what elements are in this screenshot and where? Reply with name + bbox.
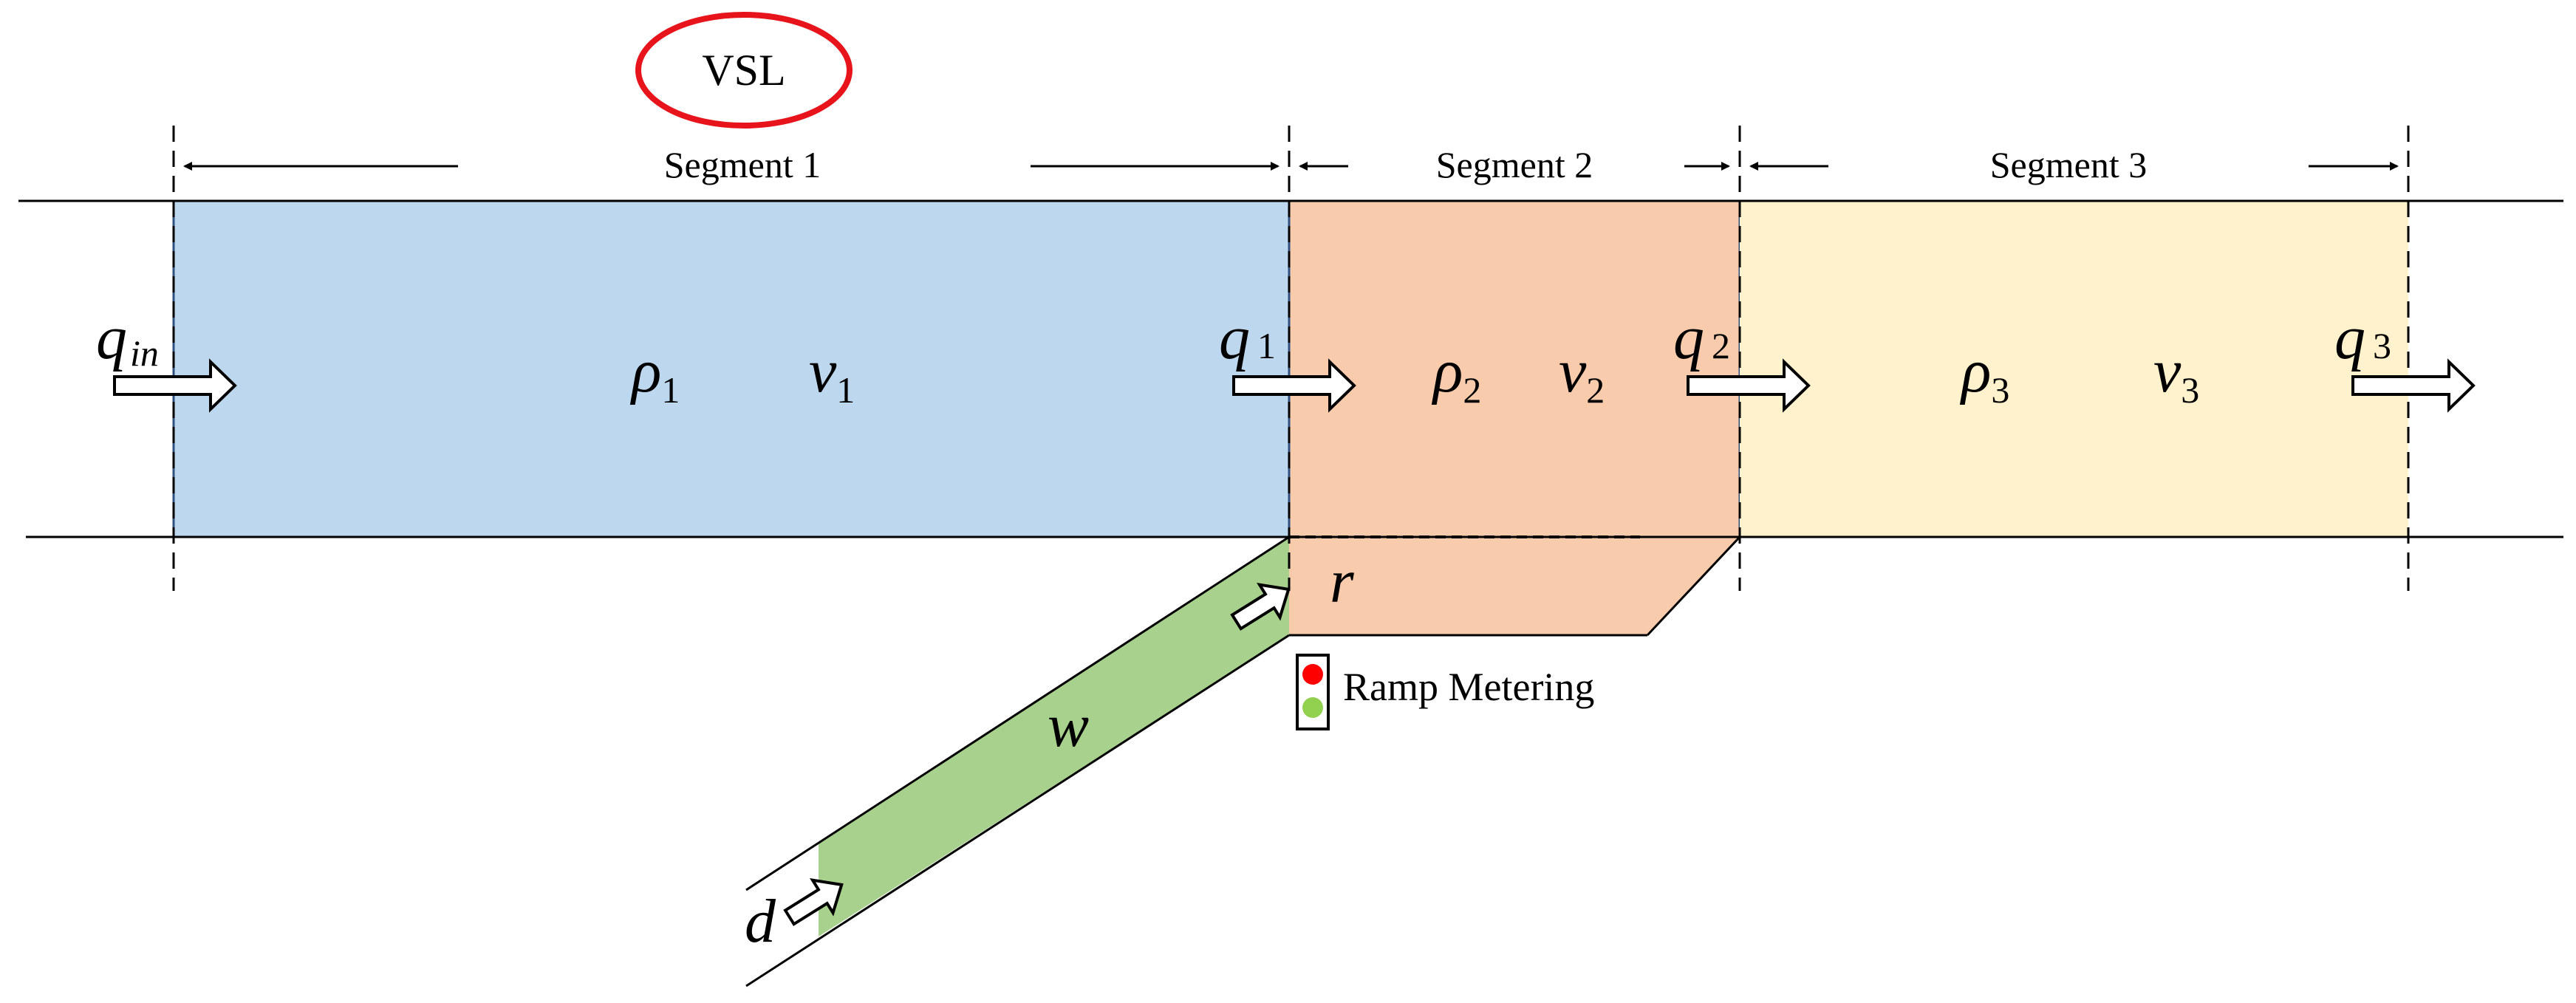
label-rho2: ρ2 <box>1431 337 1481 411</box>
segment-1-label: Segment 1 <box>664 144 821 185</box>
label-q-in: qin <box>96 304 159 374</box>
label-d: d <box>745 887 776 956</box>
label-rho1: ρ1 <box>629 337 680 411</box>
signal-red-light <box>1302 664 1323 685</box>
segment-3-area <box>1740 201 2408 537</box>
merge-lane-taper-edge <box>1646 535 1741 637</box>
label-rho3: ρ3 <box>1959 337 2009 411</box>
label-r: r <box>1330 547 1354 616</box>
label-v1: v1 <box>809 337 855 411</box>
segment-1-area <box>172 199 1291 538</box>
ramp-metering-signal-icon <box>1296 654 1330 730</box>
label-w: w <box>1048 691 1089 760</box>
on-ramp-upper-edge <box>745 535 1290 891</box>
signal-green-light <box>1302 697 1323 718</box>
label-v3: v3 <box>2153 337 2199 411</box>
ramp-metering-label: Ramp Metering <box>1343 665 1594 709</box>
flow-arrow-q1 <box>1232 358 1356 413</box>
on-ramp-lower-edge <box>745 634 1290 987</box>
flow-arrow-d <box>783 878 844 926</box>
vsl-label: VSL <box>702 46 785 95</box>
segment-2-merge-area <box>1289 537 1740 635</box>
flow-arrow-q2 <box>1687 358 1811 413</box>
flow-arrow-r <box>1230 583 1291 631</box>
flow-arrow-q3 <box>2351 358 2476 413</box>
label-v2: v2 <box>1559 337 1605 411</box>
segment-2-label: Segment 2 <box>1436 144 1593 185</box>
vsl-ring <box>635 12 853 129</box>
segment-3-label: Segment 3 <box>1990 144 2147 185</box>
flow-arrow-in <box>113 358 237 413</box>
on-ramp-area <box>819 537 1289 937</box>
segment-2-area <box>1288 199 1741 538</box>
